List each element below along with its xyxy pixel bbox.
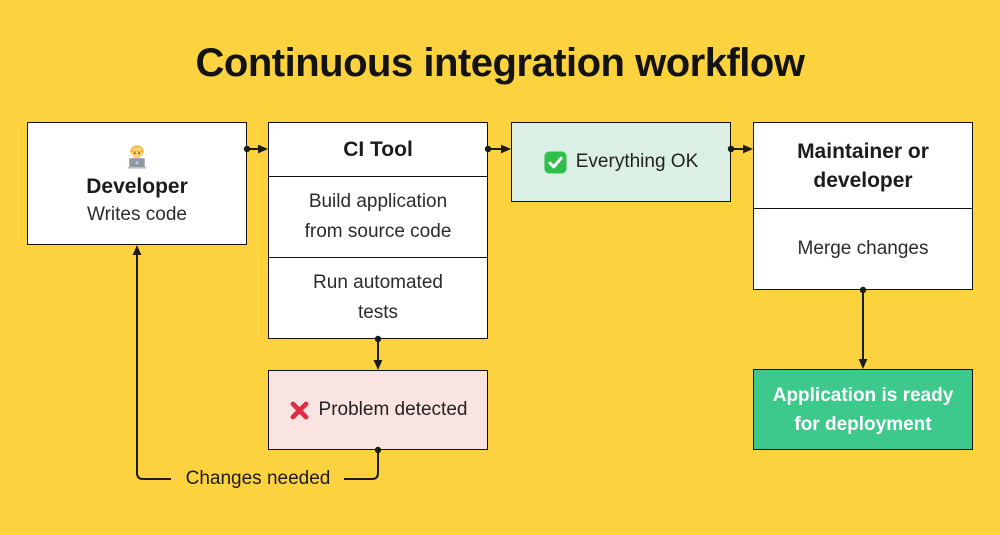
- node-problem-detected: Problem detected: [268, 370, 488, 450]
- cross-mark-icon: [289, 400, 310, 421]
- maintainer-title: Maintainer or developer: [754, 123, 972, 209]
- edge-developer-to-ci: [243, 144, 268, 154]
- maintainer-title-label: Maintainer or developer: [797, 139, 929, 192]
- node-deployment: Application is ready for deployment: [753, 369, 973, 450]
- edge-ci-to-problem: [373, 335, 383, 370]
- node-everything-ok: Everything OK: [511, 122, 731, 202]
- technologist-emoji-icon: [123, 142, 151, 170]
- developer-title: Developer: [86, 174, 188, 198]
- edge-maintainer-to-deployment: [858, 286, 868, 369]
- node-maintainer: Maintainer or developer Merge changes: [753, 122, 973, 290]
- node-developer: Developer Writes code: [27, 122, 247, 245]
- ci-tool-title: CI Tool: [269, 123, 487, 177]
- page-title: Continuous integration workflow: [195, 41, 805, 85]
- check-mark-button-icon: [544, 150, 567, 174]
- everything-ok-label: Everything OK: [575, 151, 699, 172]
- changes-needed-label: Changes needed: [185, 468, 331, 489]
- ci-tool-step-tests: Run automated tests: [269, 258, 487, 338]
- ci-tool-step-build: Build application from source code: [269, 177, 487, 258]
- node-ci-tool: CI Tool Build application from source co…: [268, 122, 488, 339]
- problem-detected-label: Problem detected: [318, 399, 468, 420]
- maintainer-subtitle: Merge changes: [797, 238, 929, 259]
- edge-everything-ok-to-maintainer: [727, 144, 753, 154]
- ci-tool-step-tests-label: Run automated tests: [313, 272, 443, 323]
- edge-ci-to-everything-ok: [484, 144, 511, 154]
- deployment-label: Application is ready for deployment: [772, 384, 954, 435]
- developer-subtitle: Writes code: [87, 203, 187, 225]
- ci-tool-step-build-label: Build application from source code: [304, 191, 452, 242]
